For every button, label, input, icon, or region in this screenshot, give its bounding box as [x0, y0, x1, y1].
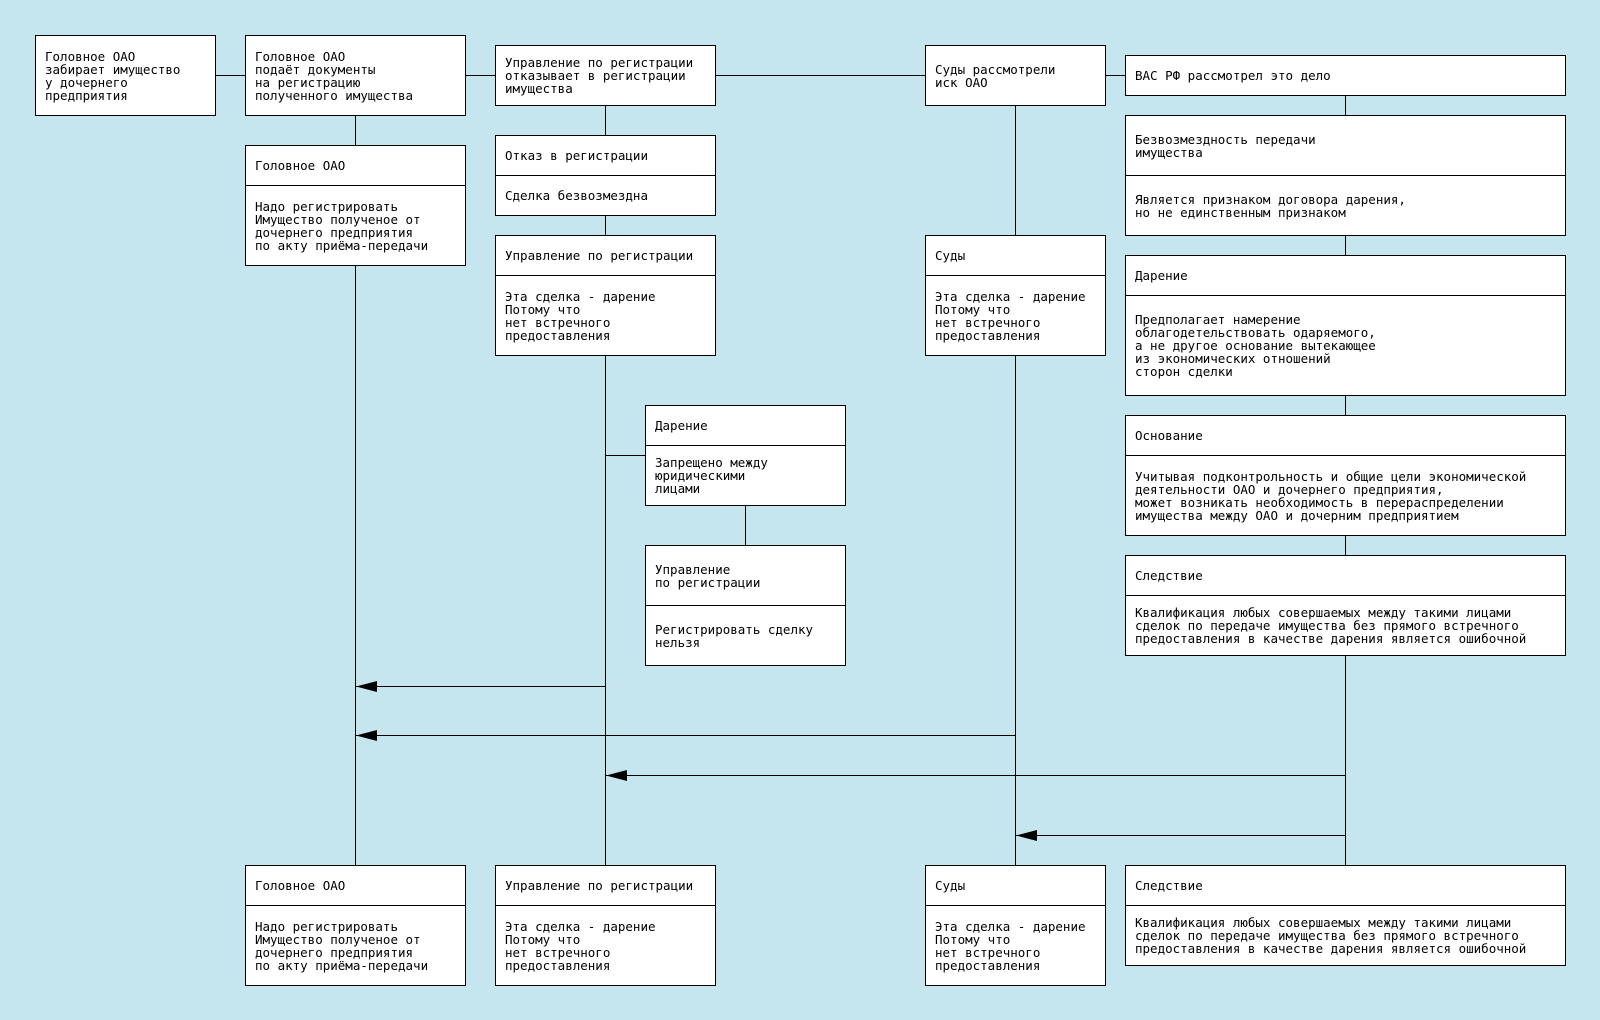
box-header: Отказ в регистрации	[505, 148, 648, 163]
arrowhead-sudy-to-oao	[356, 730, 377, 741]
box-header: Управление по регистрации	[505, 878, 694, 893]
box-header: Суды	[935, 248, 966, 263]
box-courts-final: Суды Эта сделка - дарение Потому что нет…	[925, 865, 1106, 986]
box-header: Следствие	[1135, 568, 1203, 583]
box-header: Головное ОАО	[255, 878, 346, 893]
box-body: Является признаком договора дарения, но …	[1126, 175, 1565, 235]
box-body: Учитывая подконтрольность и общие цели э…	[1126, 455, 1565, 535]
box-header: Дарение	[1135, 268, 1188, 283]
box-body: Запрещено между юридическими лицами	[646, 445, 845, 505]
box-header: Суды	[935, 878, 966, 893]
box-courts-considered: Суды рассмотрели иск ОАО	[925, 45, 1106, 106]
box-courts-position: Суды Эта сделка - дарение Потому что нет…	[925, 235, 1106, 356]
box-text: Головное ОАО забирает имущество у дочерн…	[45, 48, 181, 103]
box-body: Предполагает намерение облагодетельствов…	[1126, 295, 1565, 395]
box-body: Эта сделка - дарение Потому что нет встр…	[496, 905, 715, 985]
box-registration-conclusion: Управление по регистрации Регистрировать…	[645, 545, 846, 666]
box-consequence-final: Следствие Квалификация любых совершаемых…	[1125, 865, 1566, 966]
box-text: Головное ОАО подаёт документы на регистр…	[255, 48, 414, 103]
box-body: Эта сделка - дарение Потому что нет встр…	[926, 275, 1105, 355]
box-gift-definition: Дарение Предполагает намерение облагодет…	[1125, 255, 1566, 396]
box-body: Эта сделка - дарение Потому что нет встр…	[926, 905, 1105, 985]
box-registration-position: Управление по регистрации Эта сделка - д…	[495, 235, 716, 356]
box-oao-position: Головное ОАО Надо регистрировать Имущест…	[245, 145, 466, 266]
arrowhead-vas-to-upravlenie	[606, 770, 627, 781]
box-header: Управление по регистрации	[505, 248, 694, 263]
box-consequence: Следствие Квалификация любых совершаемых…	[1125, 555, 1566, 656]
box-text: Суды рассмотрели иск ОАО	[935, 61, 1056, 90]
box-body: Сделка безвозмездна	[496, 175, 715, 215]
arrowhead-upravlenie-to-oao	[356, 681, 377, 692]
box-body: Надо регистрировать Имущество полученое …	[246, 185, 465, 265]
box-registration-refuses: Управление по регистрации отказывает в р…	[495, 45, 716, 106]
box-gratuitousness: Безвозмездность передачи имущества Являе…	[1125, 115, 1566, 236]
box-vas-considered: ВАС РФ рассмотрел это дело	[1125, 55, 1566, 96]
arrowhead-vas-to-sudy	[1016, 830, 1037, 841]
box-header: Дарение	[655, 418, 708, 433]
box-body: Квалификация любых совершаемых между так…	[1126, 905, 1565, 965]
box-header: Головное ОАО	[255, 158, 346, 173]
box-text: Управление по регистрации отказывает в р…	[505, 55, 694, 96]
box-oao-final: Головное ОАО Надо регистрировать Имущест…	[245, 865, 466, 986]
box-body: Эта сделка - дарение Потому что нет встр…	[496, 275, 715, 355]
box-body: Надо регистрировать Имущество полученое …	[246, 905, 465, 985]
box-gift-prohibited: Дарение Запрещено между юридическими лиц…	[645, 405, 846, 506]
box-refusal-reason: Отказ в регистрации Сделка безвозмездна	[495, 135, 716, 216]
box-oao-takes-property: Головное ОАО забирает имущество у дочерн…	[35, 35, 216, 116]
box-header: Следствие	[1135, 878, 1203, 893]
box-oao-submits-documents: Головное ОАО подаёт документы на регистр…	[245, 35, 466, 116]
box-header: Основание	[1135, 428, 1203, 443]
box-text: ВАС РФ рассмотрел это дело	[1135, 68, 1331, 83]
box-registration-final: Управление по регистрации Эта сделка - д…	[495, 865, 716, 986]
box-header: Безвозмездность передачи имущества	[1135, 131, 1316, 160]
box-header: Управление по регистрации	[655, 561, 761, 590]
box-body: Регистрировать сделку нельзя	[646, 605, 845, 665]
box-body: Квалификация любых совершаемых между так…	[1126, 595, 1565, 655]
box-basis: Основание Учитывая подконтрольность и об…	[1125, 415, 1566, 536]
